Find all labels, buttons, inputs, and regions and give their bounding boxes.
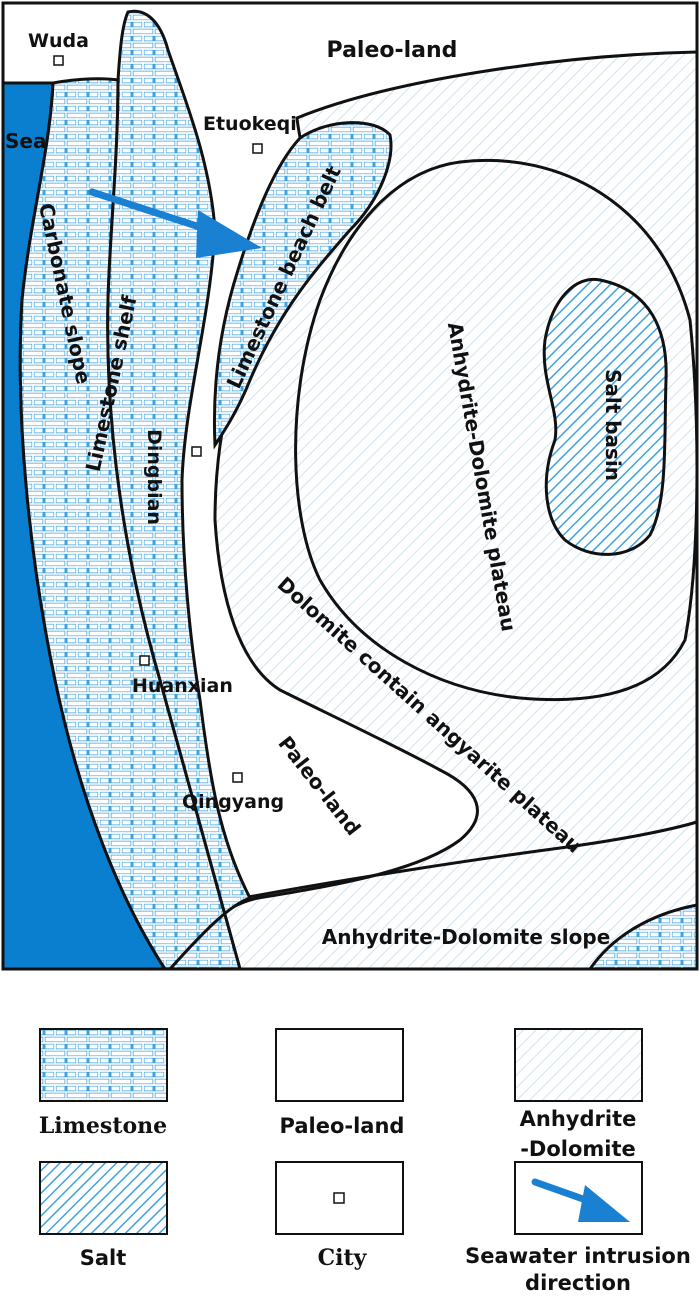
city-label-dingbian: Dingbian (143, 429, 165, 525)
map-frame (1, 1, 699, 971)
city-label-huanxian: Huanxian (132, 675, 233, 697)
city-square-icon (191, 446, 202, 457)
legend: Limestone Paleo-land Anhydrite -Dolomite… (39, 1028, 691, 1295)
legend-arrow-label-line1: Seawater intrusion (465, 1244, 691, 1268)
legend-city-label: City (318, 1245, 368, 1271)
plateau-outline (294, 158, 699, 702)
legend-salt-swatch (39, 1161, 168, 1235)
city-square-icon (252, 143, 263, 154)
label-paleo-land-north: Paleo-land (327, 38, 458, 63)
legend-paleo-land-label: Paleo-land (280, 1114, 405, 1138)
legend-arrow-label-line2: direction (525, 1271, 631, 1295)
city-label-wuda: Wuda (28, 30, 89, 52)
map-area: Wuda Etuokeqi Dingbian Huanxian Qingyang… (1, 1, 699, 971)
city-label-qingyang: Qingyang (182, 791, 284, 813)
legend-paleo-land-swatch (275, 1028, 404, 1102)
seawater-intrusion-arrow-icon (88, 188, 262, 258)
label-anhydrite-dolomite-slope: Anhydrite-Dolomite slope (322, 925, 611, 949)
city-square-icon (53, 55, 64, 66)
limestone-beach-belt-region (212, 121, 393, 450)
legend-anhydrite-label-line2: -Dolomite (520, 1137, 636, 1161)
label-sea: Sea (5, 129, 46, 153)
legend-arrow-icon (531, 1178, 630, 1222)
legend-anhydrite-dolomite-swatch (514, 1028, 643, 1102)
plateau-lower-boundary (231, 820, 698, 902)
legend-limestone-label: Limestone (39, 1113, 167, 1139)
salt-basin (542, 277, 668, 556)
legend-anhydrite-label-line1: Anhydrite (520, 1107, 637, 1131)
legend-limestone-swatch (39, 1028, 168, 1102)
legend-salt-label: Salt (80, 1246, 127, 1270)
city-square-icon (139, 655, 150, 666)
label-salt-basin: Salt basin (601, 369, 625, 481)
city-square-icon (232, 772, 243, 783)
city-label-etuokeqi: Etuokeqi (203, 113, 297, 135)
legend-city-square-icon (333, 1192, 345, 1204)
